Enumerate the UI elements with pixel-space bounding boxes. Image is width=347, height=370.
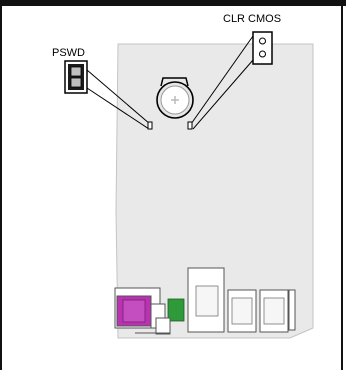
pswd-leader-line-1	[86, 69, 151, 125]
frame-border-top	[0, 0, 346, 6]
pswd-jumper-icon	[64, 60, 88, 94]
back-panel-connectors	[114, 267, 296, 335]
motherboard	[115, 43, 314, 339]
pswd-label: PSWD	[52, 47, 85, 59]
pswd-leader-line-2	[86, 87, 150, 130]
clr-cmos-leader-line-1	[190, 35, 254, 125]
frame-border-right	[341, 0, 343, 370]
clr-cmos-label: CLR CMOS	[223, 13, 281, 25]
clr-cmos-jumper-icon	[252, 31, 273, 65]
pswd-jumper-location	[147, 121, 153, 130]
clr-cmos-leader-line-2	[192, 59, 254, 130]
battery-icon	[156, 77, 194, 119]
frame-border-left	[0, 0, 2, 370]
clr-cmos-jumper-location	[187, 121, 193, 130]
